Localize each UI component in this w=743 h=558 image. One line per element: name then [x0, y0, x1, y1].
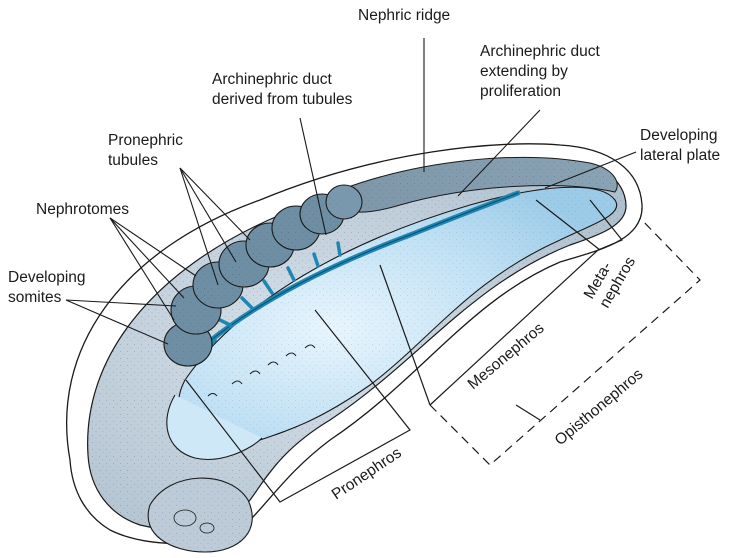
label-arch-ext: Archinephric duct extending by prolifera…: [480, 43, 604, 100]
label-metanephros: Meta- nephros: [581, 245, 639, 311]
label-opisthonephros: Opisthonephros: [552, 366, 647, 450]
label-mesonephros: Mesonephros: [465, 320, 548, 394]
label-nephric-ridge: Nephric ridge: [358, 7, 450, 24]
label-pronephric-tubules: Pronephric tubules: [108, 132, 187, 169]
label-lateral-plate: Developing lateral plate: [640, 127, 722, 164]
label-pronephros: Pronephros: [329, 444, 405, 503]
label-nephrotomes: Nephrotomes: [36, 201, 129, 218]
label-arch-tub: Archinephric duct derived from tubules: [212, 71, 353, 108]
